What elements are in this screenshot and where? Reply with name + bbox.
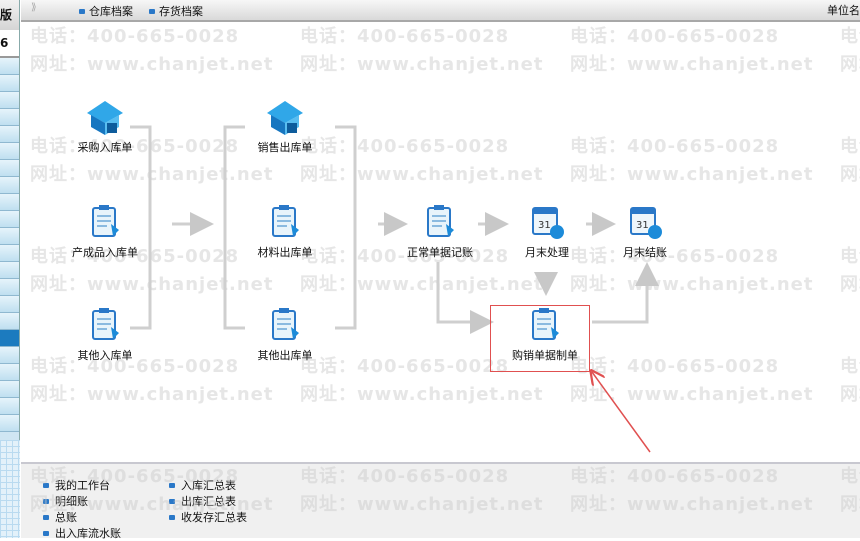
link-label: 存货档案 xyxy=(159,5,203,18)
link-my-workbench[interactable]: 我的工作台 xyxy=(43,477,110,493)
flow-node-material-out[interactable]: 材料出库单 xyxy=(230,202,340,260)
sidebar-item[interactable] xyxy=(0,160,19,177)
flow-node-label: 月末结账 xyxy=(623,246,667,259)
bottom-report-panel: 我的工作台 明细账 总账 出入库流水账 入库汇总表 出库汇总表 收发存汇总表 xyxy=(21,462,860,541)
bracket-out-right xyxy=(335,125,357,330)
svg-text:31: 31 xyxy=(636,220,649,231)
sidebar-item-active[interactable] xyxy=(0,330,19,347)
flow-canvas xyxy=(21,22,860,462)
sidebar-item[interactable] xyxy=(0,109,19,126)
flow-node-label: 月末处理 xyxy=(525,246,569,259)
flow-node-other-in[interactable]: 其他入库单 xyxy=(50,305,160,363)
bracket-in xyxy=(130,125,152,330)
sidebar-item[interactable] xyxy=(0,211,19,228)
link-inout-journal[interactable]: 出入库流水账 xyxy=(43,525,121,541)
flow-node-month-end[interactable]: 31 月末处理 xyxy=(492,202,602,260)
bracket-out-left xyxy=(223,125,245,330)
flow-node-label: 采购入库单 xyxy=(77,141,133,154)
sidebar-item[interactable] xyxy=(0,364,19,381)
warehouse-icon xyxy=(50,97,160,137)
warehouse-icon xyxy=(230,97,340,137)
document-icon xyxy=(230,305,340,345)
flow-node-normal-post[interactable]: 正常单据记账 xyxy=(385,202,495,260)
link-inbound-summary[interactable]: 入库汇总表 xyxy=(169,477,236,493)
flow-node-product-in[interactable]: 产成品入库单 xyxy=(50,202,160,260)
sidebar-item[interactable] xyxy=(0,398,19,415)
sidebar-pattern xyxy=(0,440,20,538)
flow-node-label: 正常单据记账 xyxy=(407,246,473,259)
document-icon xyxy=(490,305,600,345)
sidebar-item[interactable] xyxy=(0,245,19,262)
bullet-icon xyxy=(43,482,49,488)
sidebar-item[interactable] xyxy=(0,92,19,109)
link-label: 我的工作台 xyxy=(55,479,110,492)
bullet-icon xyxy=(169,482,175,488)
document-icon xyxy=(50,305,160,345)
unit-name-label: 单位名 xyxy=(827,4,860,17)
flow-node-label: 购销单据制单 xyxy=(512,349,578,362)
sidebar-item[interactable] xyxy=(0,381,19,398)
sidebar-item[interactable] xyxy=(0,415,19,432)
bullet-icon xyxy=(79,8,85,14)
flow-node-month-close[interactable]: 31 月末结账 xyxy=(590,202,700,260)
sidebar-item[interactable] xyxy=(0,228,19,245)
left-sidebar: 版 6 xyxy=(0,0,20,538)
sidebar-item[interactable] xyxy=(0,75,19,92)
link-inventory-archive[interactable]: 存货档案 xyxy=(149,3,203,19)
flow-node-label: 产成品入库单 xyxy=(72,246,138,259)
red-annotation-arrow xyxy=(592,372,651,453)
highlight-box xyxy=(490,305,590,372)
bullet-icon xyxy=(169,514,175,520)
sidebar-item[interactable] xyxy=(0,279,19,296)
sidebar-item[interactable] xyxy=(0,347,19,364)
document-icon xyxy=(385,202,495,242)
link-warehouse-archive[interactable]: 仓库档案 xyxy=(79,3,133,19)
svg-text:31: 31 xyxy=(538,220,551,231)
bullet-icon xyxy=(149,8,155,14)
flow-node-label: 销售出库单 xyxy=(257,141,313,154)
calendar-icon: 31 xyxy=(492,202,602,242)
sidebar-item[interactable] xyxy=(0,262,19,279)
link-outbound-summary[interactable]: 出库汇总表 xyxy=(169,493,236,509)
flow-node-purchase-in[interactable]: 采购入库单 xyxy=(50,97,160,155)
link-label: 入库汇总表 xyxy=(181,479,236,492)
link-stock-summary[interactable]: 收发存汇总表 xyxy=(169,509,247,525)
link-label: 明细账 xyxy=(55,495,88,508)
flow-node-label: 其他入库单 xyxy=(77,349,133,362)
link-label: 仓库档案 xyxy=(89,5,133,18)
sidebar-item[interactable] xyxy=(0,313,19,330)
flow-node-voucher[interactable]: 购销单据制单 xyxy=(490,305,600,363)
link-label: 出入库流水账 xyxy=(55,527,121,540)
sidebar-item[interactable] xyxy=(0,58,19,75)
sidebar-item[interactable] xyxy=(0,296,19,313)
bullet-icon xyxy=(169,498,175,504)
bullet-icon xyxy=(43,498,49,504)
flow-node-label: 材料出库单 xyxy=(257,246,313,259)
bullet-icon xyxy=(43,514,49,520)
expand-chevron-icon[interactable]: ⟫ xyxy=(31,2,37,13)
flow-node-other-out[interactable]: 其他出库单 xyxy=(230,305,340,363)
sidebar-item[interactable] xyxy=(0,143,19,160)
link-general-ledger[interactable]: 总账 xyxy=(43,509,77,525)
link-label: 出库汇总表 xyxy=(181,495,236,508)
sidebar-number: 6 xyxy=(0,30,19,58)
bullet-icon xyxy=(43,530,49,536)
link-detail-ledger[interactable]: 明细账 xyxy=(43,493,88,509)
calendar-icon: 31 xyxy=(590,202,700,242)
document-icon xyxy=(230,202,340,242)
top-toolbar: ⟫ 仓库档案 存货档案 单位名 xyxy=(21,0,860,22)
link-label: 总账 xyxy=(55,511,77,524)
sidebar-item[interactable] xyxy=(0,177,19,194)
flow-node-sales-out[interactable]: 销售出库单 xyxy=(230,97,340,155)
document-icon xyxy=(50,202,160,242)
sidebar-item[interactable] xyxy=(0,126,19,143)
flow-node-label: 其他出库单 xyxy=(257,349,313,362)
link-label: 收发存汇总表 xyxy=(181,511,247,524)
sidebar-header: 版 xyxy=(0,0,19,30)
sidebar-item[interactable] xyxy=(0,194,19,211)
